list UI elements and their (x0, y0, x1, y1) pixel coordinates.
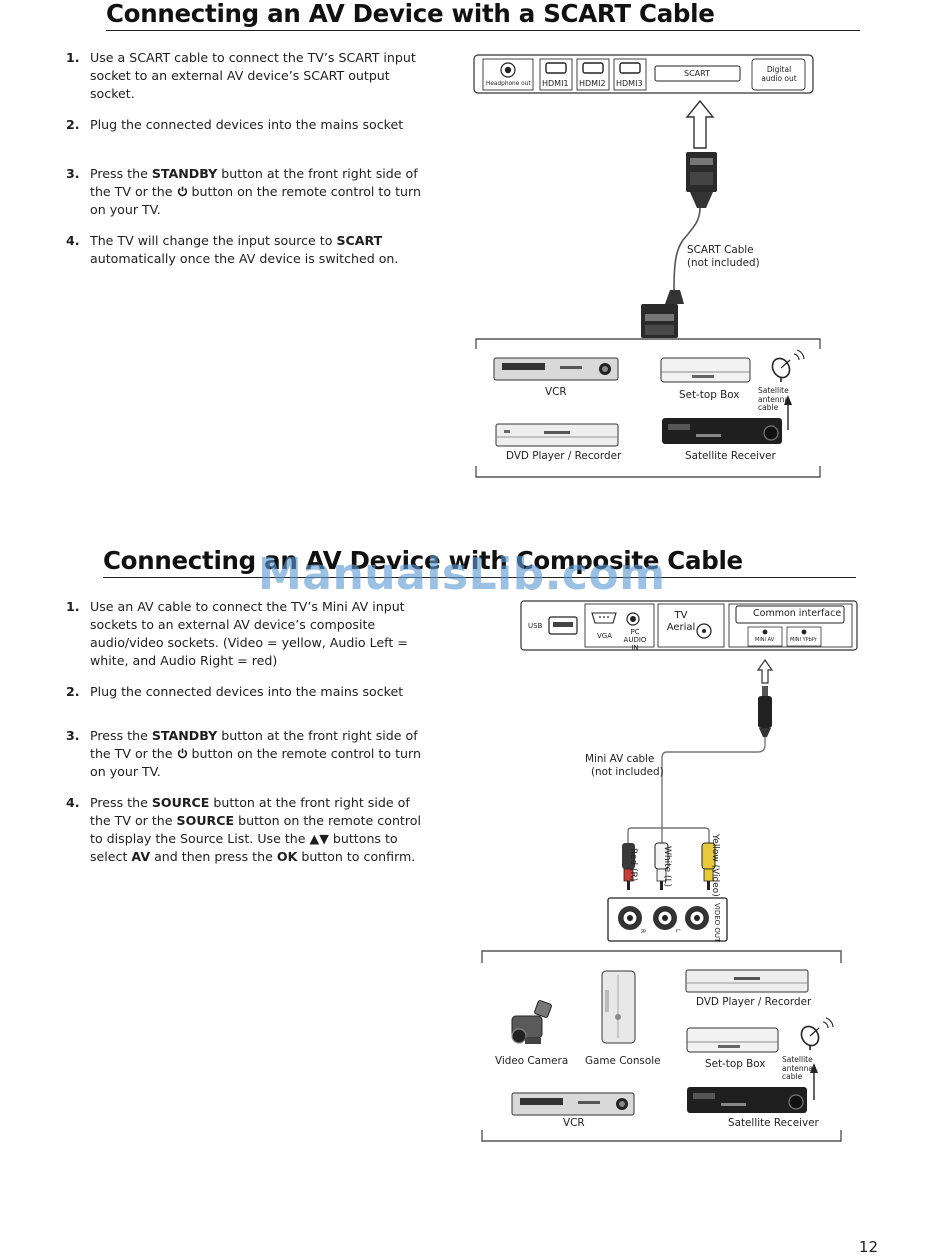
hdmi1-label: HDMI1 (542, 79, 569, 88)
set-top-box-image-2 (686, 1027, 779, 1053)
dvd-player-label-2: DVD Player / Recorder (696, 996, 812, 1008)
mini-ypbpr-label: MINI YPbPr (790, 637, 817, 643)
yellow-plug-label: Yellow (Video) (710, 834, 720, 897)
section2-step-4: 4.Press the SOURCE button at the front r… (66, 795, 421, 864)
scart-cable-note: (not included) (687, 257, 760, 269)
page-number: 12 (858, 1238, 878, 1256)
game-console-label: Game Console (585, 1055, 661, 1067)
hdmi2-label: HDMI2 (579, 79, 606, 88)
satellite-receiver-label-2: Satellite Receiver (728, 1117, 819, 1129)
section1-step-2: 2.Plug the connected devices into the ma… (66, 117, 404, 132)
tv-aerial-label: TV Aerial (666, 610, 696, 633)
vcr-image-2 (511, 1092, 635, 1116)
vga-label: VGA (597, 632, 613, 640)
mini-av-cable-note: (not included) (591, 766, 664, 778)
pc-audio-in-label: PC AUDIO IN (623, 628, 647, 652)
satellite-receiver-image-2 (687, 1087, 807, 1113)
satellite-antenna-cable-label-2: Satellite antenna cable (782, 1055, 814, 1081)
section1-step-4: 4.The TV will change the input source to… (66, 233, 399, 266)
red-plug-label: Red (R) (628, 848, 638, 882)
set-top-box-image (660, 357, 751, 383)
section2-title: Connecting an AV Device with Composite C… (103, 546, 743, 575)
r-jack-label: R (639, 929, 646, 934)
satellite-antenna-cable-label-1: Satellite antenna cable (758, 386, 790, 412)
section2-steps: 1.Use an AV cable to connect the TV’s Mi… (66, 598, 422, 866)
rca-jack-r (618, 906, 642, 930)
section1-step-3: 3.Press the STANDBY button at the front … (66, 166, 421, 217)
satellite-receiver-label-1: Satellite Receiver (685, 450, 776, 462)
video-camera-image (511, 1000, 552, 1044)
dvd-player-image-2 (685, 969, 809, 993)
vcr-label-1: VCR (545, 386, 567, 398)
video-camera-label: Video Camera (495, 1055, 569, 1067)
vcr-label-2: VCR (563, 1117, 585, 1129)
section2-step-1: 1.Use an AV cable to connect the TV’s Mi… (66, 599, 408, 668)
section2-rule (103, 577, 856, 578)
rca-jack-video (685, 906, 709, 930)
mini-av-cable-label: Mini AV cable (585, 753, 655, 765)
section1-title: Connecting an AV Device with a SCART Cab… (106, 0, 715, 28)
section1-rule (106, 30, 860, 31)
satellite-dish-icon-2 (800, 1017, 834, 1050)
game-console-image (601, 970, 636, 1044)
dvd-player-label-1: DVD Player / Recorder (506, 450, 622, 462)
usb-label: USB (528, 622, 543, 630)
section2-step-3: 3.Press the STANDBY button at the front … (66, 728, 421, 779)
mini-av-label: MINI AV (755, 637, 775, 643)
power-icon (177, 186, 187, 197)
scart-cable-label: SCART Cable (687, 244, 754, 256)
common-interface-label: Common interface (753, 608, 842, 619)
white-plug-label: White (L) (662, 846, 672, 888)
video-out-label: VIDEO OUT (713, 903, 721, 943)
set-top-box-label-2: Set-top Box (705, 1058, 766, 1070)
section2-step-2: 2.Plug the connected devices into the ma… (66, 684, 404, 699)
satellite-dish-icon-1 (771, 349, 805, 382)
headphone-out-label: Headphone out (486, 81, 531, 87)
section1-step-1: 1.Use a SCART cable to connect the TV’s … (66, 50, 416, 101)
dvd-player-image (495, 423, 619, 447)
power-icon (177, 748, 187, 759)
scart-port-label: SCART (684, 69, 710, 78)
digital-audio-out-label: Digital audio out (761, 65, 797, 83)
section1-steps: 1.Use a SCART cable to connect the TV’s … (66, 49, 422, 268)
l-jack-label: L (674, 929, 681, 933)
rca-jack-l (653, 906, 677, 930)
vcr-image (493, 357, 619, 381)
watermark: ManualsLib.com (258, 549, 666, 600)
hdmi3-label: HDMI3 (616, 79, 643, 88)
set-top-box-label-1: Set-top Box (679, 389, 740, 401)
satellite-receiver-image (662, 418, 782, 444)
